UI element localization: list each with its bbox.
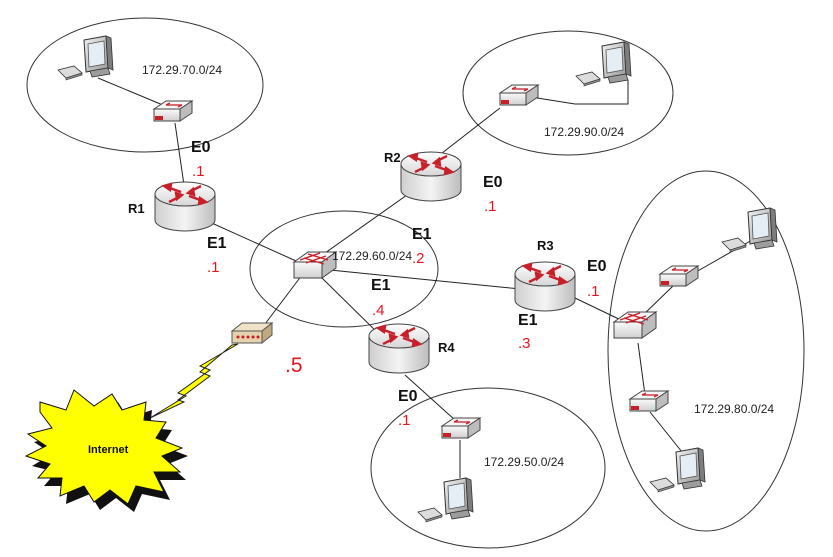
- router-name-r3: R3: [537, 238, 554, 253]
- switch-icon-lan90: [499, 84, 539, 106]
- internet-label: Internet: [88, 444, 129, 456]
- interface-r1-e1: E1: [207, 235, 227, 252]
- computer-icon-lan80-top: [721, 207, 778, 253]
- host-r4-e0: .1: [398, 412, 411, 429]
- computer-icon-lan90: [575, 41, 632, 87]
- computer-icon-lan80-bottom: [649, 447, 706, 493]
- host-r4-e1: .4: [372, 302, 385, 319]
- router-name-r1: R1: [128, 201, 145, 216]
- computer-icon-lan50: [417, 477, 474, 523]
- host-r2-e0: .1: [484, 198, 497, 215]
- router-icon-r4: [367, 322, 431, 375]
- network-label-lan60: 172.29.60.0/24: [332, 249, 412, 263]
- host-r2-e1: .2: [412, 250, 425, 267]
- interface-r3-e0: E0: [587, 258, 607, 275]
- switch-icon-lan80-top: [659, 265, 699, 287]
- network-label-lan90: 172.29.90.0/24: [544, 125, 624, 139]
- switch-icon-lan80-bottom: [629, 390, 669, 412]
- lan-70-ellipse: [26, 17, 264, 153]
- router-icon-r3: [513, 260, 577, 313]
- host-r1-e1: .1: [207, 259, 220, 276]
- interface-r2-e1: E1: [412, 226, 432, 243]
- router-icon-r2: [399, 150, 463, 203]
- router-icon-r1: [153, 180, 217, 233]
- router-name-r2: R2: [384, 150, 401, 165]
- lan-90-ellipse: [462, 30, 674, 156]
- host-r3-e1: .3: [518, 335, 531, 352]
- network-label-lan70: 172.29.70.0/24: [142, 63, 222, 77]
- links: [97, 77, 753, 478]
- lan-50-ellipse: [370, 387, 606, 549]
- switch-icon-lan50: [441, 417, 481, 439]
- network-label-lan80: 172.29.80.0/24: [694, 402, 774, 416]
- lightning-bolt-icon: [149, 343, 239, 419]
- interface-r3-e1: E1: [518, 312, 538, 329]
- lan-80-ellipse: [607, 170, 805, 532]
- network-label-lan50: 172.29.50.0/24: [484, 455, 564, 469]
- internet-cloud-icon: [24, 389, 184, 505]
- interface-r2-e0: E0: [483, 174, 503, 191]
- modem-icon: [230, 321, 274, 345]
- lan-60-ellipse: [249, 210, 439, 328]
- multilayer-switch-icon-lan60: [293, 251, 337, 279]
- multilayer-switch-icon-lan80: [613, 311, 657, 339]
- interface-r1-e0: E0: [191, 139, 211, 156]
- host-r1-e0: .1: [192, 163, 205, 180]
- router-name-r4: R4: [438, 340, 455, 355]
- interface-r4-e1: E1: [371, 277, 391, 294]
- computer-icon-lan70: [57, 35, 114, 81]
- interface-r4-e0: E0: [398, 388, 418, 405]
- host-r3-e0: .1: [587, 283, 600, 300]
- host-modem: .5: [285, 354, 303, 377]
